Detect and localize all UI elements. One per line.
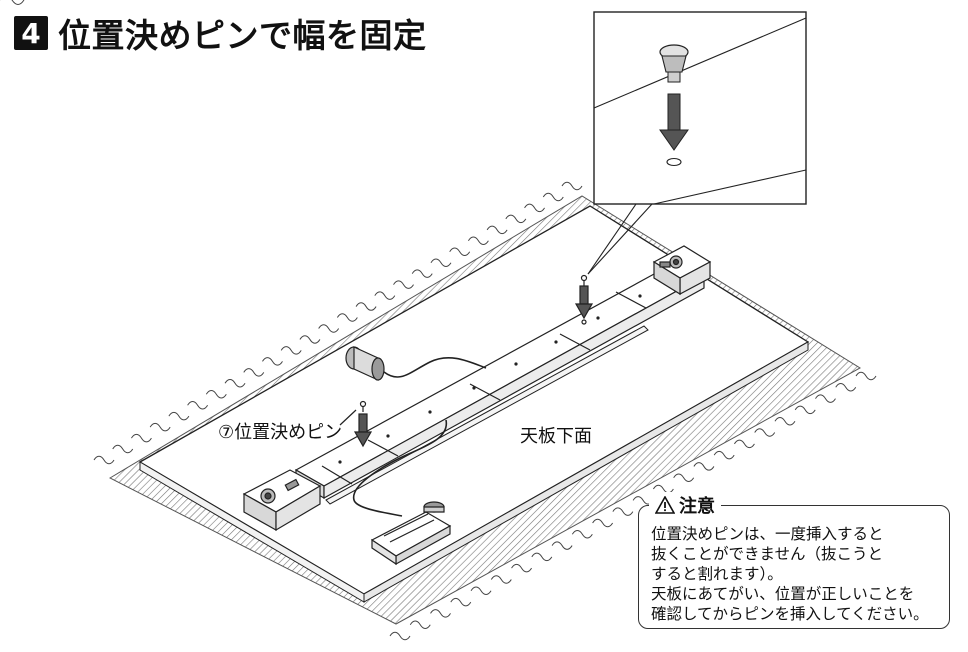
floor-squiggle	[131, 433, 152, 443]
floor-squiggle	[855, 371, 877, 381]
control-box	[353, 419, 452, 566]
floor-squiggle	[355, 302, 377, 311]
step-title: 位置決めピンで幅を固定	[58, 16, 427, 55]
floor-squiggle	[490, 575, 512, 584]
floor-texture	[0, 0, 25, 5]
floor-squiggle	[794, 405, 816, 415]
power-adapter	[345, 346, 487, 381]
caution-heading: 注意	[649, 492, 721, 518]
positioning-pin-right	[574, 274, 594, 325]
floor-squiggle	[168, 411, 190, 421]
floor-squiggle	[713, 450, 735, 460]
pin-callout-label: ⑦位置決めピン	[218, 422, 343, 443]
floor-squiggle	[734, 439, 755, 449]
floor-squiggle	[224, 379, 246, 388]
floor-squiggle	[280, 346, 302, 355]
floor-squiggle	[336, 313, 358, 322]
floor-squiggle	[551, 541, 573, 550]
floor-squiggle	[449, 247, 471, 257]
floor-squiggle	[470, 586, 492, 596]
caution-line: すると割れます）。	[651, 565, 783, 583]
caution-line: 確認してからピンを挿入してください。	[651, 605, 929, 623]
floor-squiggle	[531, 552, 553, 562]
warning-triangle-icon	[655, 496, 675, 514]
motor-housing-right	[652, 245, 712, 296]
underside-label: 天板下面	[520, 426, 592, 447]
floor-squiggle	[774, 416, 796, 426]
caution-line: 天板にあてがい、位置が正しいことを	[651, 585, 915, 603]
floor-squiggle	[411, 269, 433, 278]
caution-title: 注意	[679, 496, 715, 517]
floor-squiggle	[754, 428, 776, 437]
step-header: 4 位置決めピンで幅を固定	[14, 10, 427, 56]
floor-squiggle	[393, 280, 414, 289]
caution-text: 位置決めピンは、一度挿入すると 抜くことができません（抜こうと すると割れます）…	[651, 524, 929, 624]
support-bar	[325, 325, 649, 505]
floor-squiggle	[430, 258, 452, 267]
floor-squiggle	[815, 394, 836, 403]
floor-squiggle	[430, 609, 451, 618]
floor-squiggle	[693, 462, 715, 471]
floor-squiggles	[93, 181, 877, 641]
rail-holes	[338, 294, 642, 464]
floor-squiggle	[112, 444, 134, 454]
floor-squiggle	[262, 357, 283, 366]
floor-squiggle	[450, 597, 472, 607]
floor-squiggle	[299, 335, 321, 344]
floor-squiggle	[243, 368, 265, 377]
hand-controller	[423, 501, 445, 513]
floor-squiggle	[318, 324, 340, 333]
floor-squiggle	[205, 389, 227, 399]
floor-squiggle	[571, 530, 593, 539]
caution-line: 位置決めピンは、一度挿入すると	[651, 525, 884, 543]
zoom-leader-lines	[587, 203, 653, 275]
floor-squiggle	[486, 225, 508, 235]
caution-box: 注意 位置決めピンは、一度挿入すると 抜くことができません（抜こうと すると割れ…	[638, 492, 950, 629]
caution-line: 抜くことができません（抜こうと	[651, 545, 884, 563]
floor-squiggle	[561, 181, 583, 191]
floor-squiggle	[542, 192, 564, 202]
step-number-badge: 4	[14, 16, 48, 50]
floor-squiggle	[149, 422, 171, 432]
floor-squiggle	[467, 236, 489, 246]
tabletop-edge-front	[363, 341, 809, 603]
floor-squiggle	[673, 473, 695, 482]
floor-squiggle	[93, 455, 115, 465]
floor-squiggle	[409, 620, 431, 629]
floor-squiggle	[511, 563, 532, 573]
floor-squiggle	[835, 383, 857, 392]
floor-squiggle	[592, 518, 614, 528]
floor-squiggle	[389, 631, 411, 641]
zoom-inset	[593, 11, 807, 205]
floor-squiggle	[505, 214, 527, 224]
motor-housing-left	[242, 469, 322, 532]
floor-squiggle	[612, 507, 634, 516]
floor-squiggle	[374, 291, 396, 300]
positioning-pin-left	[339, 400, 373, 448]
floor-squiggle	[524, 203, 545, 213]
floor-squiggle	[187, 400, 209, 410]
